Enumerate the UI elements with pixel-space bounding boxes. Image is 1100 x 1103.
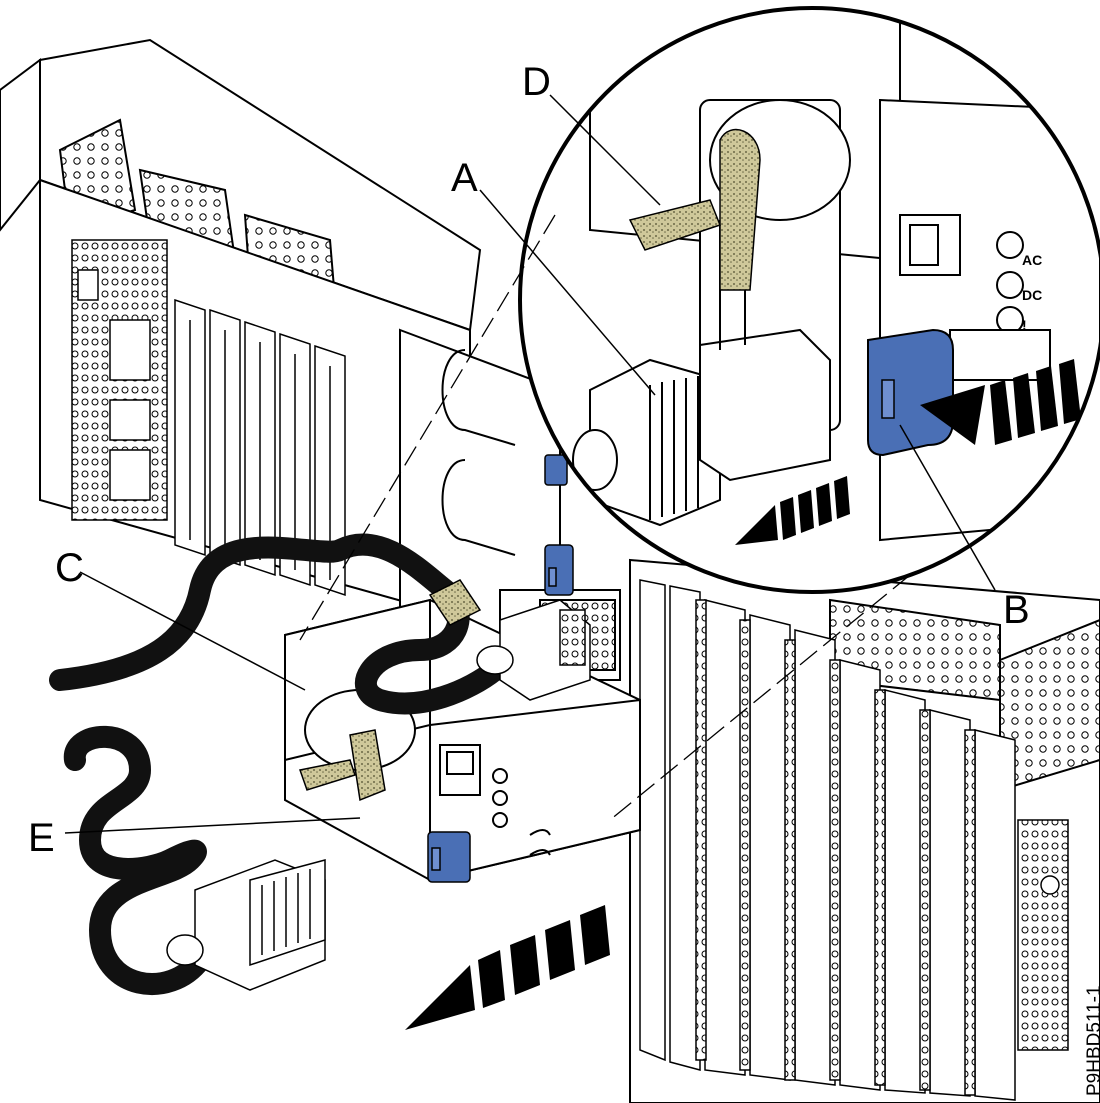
callout-d: D	[522, 60, 551, 104]
led-label-dc: DC	[1022, 287, 1042, 303]
pull-arrow-small	[735, 476, 850, 545]
projection-lines	[299, 214, 911, 821]
detail-circle-outline	[518, 6, 1100, 594]
callout-e: E	[28, 816, 55, 860]
led-label-attention: !	[1022, 317, 1027, 333]
callout-c: C	[55, 546, 84, 590]
attached-plug	[476, 599, 591, 701]
figure-id: P9HBD511-1	[1084, 985, 1100, 1096]
led-label-ac: AC	[1022, 252, 1042, 268]
detail-view: AC DC !	[520, 8, 1100, 592]
callout-a: A	[451, 156, 478, 200]
velcro-strap-e	[349, 729, 386, 802]
release-latch-b	[867, 328, 954, 457]
unplugged-plug	[166, 859, 326, 991]
removed-supply-latch	[427, 831, 471, 883]
adapter-slots-right	[639, 579, 1069, 1101]
leader-lines	[64, 94, 996, 834]
push-arrow	[920, 359, 1081, 445]
io-module	[71, 239, 168, 521]
pull-arrow-large	[405, 905, 610, 1030]
adapter-slots-left	[174, 298, 346, 597]
callout-b: B	[1003, 588, 1030, 632]
power-cables	[49, 533, 506, 995]
